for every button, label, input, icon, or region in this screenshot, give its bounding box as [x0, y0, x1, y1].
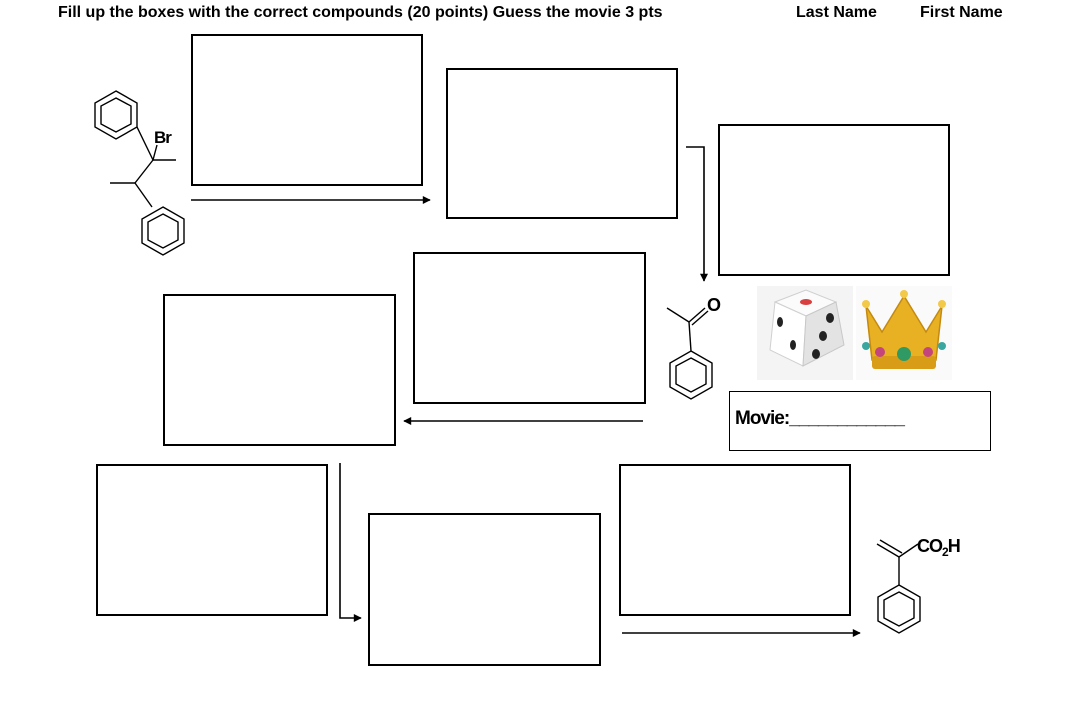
arrow-step-2 — [686, 146, 708, 282]
answer-box-2[interactable] — [446, 68, 678, 219]
instructions-text: Fill up the boxes with the correct compo… — [58, 4, 663, 21]
crown-icon — [856, 286, 952, 380]
carboxylic-acid-label: CO2H — [917, 536, 960, 559]
arrow-step-4 — [339, 463, 362, 622]
answer-box-3[interactable] — [718, 124, 950, 276]
acetophenone — [666, 307, 713, 400]
oxygen-label: O — [707, 295, 721, 315]
answer-box-8[interactable] — [619, 464, 851, 616]
first-name-label: First Name — [920, 4, 1003, 21]
starting-material — [94, 90, 185, 256]
answer-box-1[interactable] — [191, 34, 423, 186]
answer-box-4[interactable] — [413, 252, 646, 404]
answer-box-5[interactable] — [163, 294, 396, 446]
movie-blank: ____________ — [789, 408, 905, 429]
last-name-label: Last Name — [796, 4, 877, 21]
bromine-label: Br — [154, 128, 172, 147]
product-acid — [876, 539, 921, 634]
movie-answer-field[interactable]: Movie:____________ — [729, 391, 991, 451]
movie-label: Movie: — [735, 408, 790, 429]
answer-box-6[interactable] — [96, 464, 328, 616]
answer-box-7[interactable] — [368, 513, 601, 666]
dice-icon — [757, 286, 853, 380]
